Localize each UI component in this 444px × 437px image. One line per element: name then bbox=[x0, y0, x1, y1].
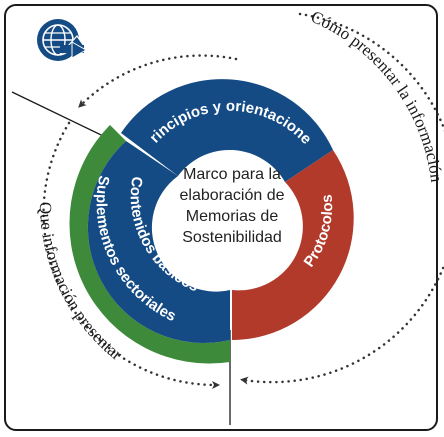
center-circle bbox=[169, 163, 295, 289]
center-title: Marco para la elaboración de Memorias de… bbox=[180, 166, 285, 246]
segment-suplementos-sectoriales bbox=[69, 125, 231, 364]
segment-principios-orientaciones bbox=[121, 79, 333, 182]
segment-contenidos-basicos bbox=[87, 141, 230, 343]
segment-protocolos bbox=[232, 150, 354, 340]
diagram-frame bbox=[4, 4, 438, 431]
dotted-arrow-left bbox=[42, 121, 220, 390]
center-line-4: Sostenibilidad bbox=[182, 229, 282, 246]
globe-arrow-logo-icon bbox=[37, 19, 88, 61]
center-line-2: elaboración de bbox=[180, 187, 285, 204]
center-line-3: Memorias de bbox=[186, 208, 279, 225]
center-line-1: Marco para la bbox=[183, 166, 281, 183]
dotted-arrow-top bbox=[78, 54, 238, 108]
